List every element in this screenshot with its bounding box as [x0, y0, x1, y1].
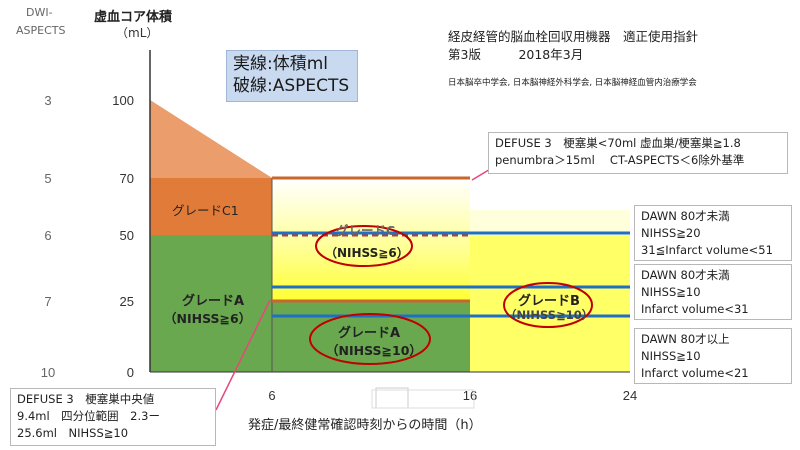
region-sublabel-c: （NIHSS≧6）: [325, 246, 409, 260]
region-grade-c1-fade: [150, 100, 272, 178]
region-grade-c: [272, 178, 470, 301]
region-sublabel-a-center: （NIHSS≧10）: [326, 343, 422, 358]
y-tick-label: 0: [127, 365, 134, 380]
region-label-c1: グレードC1: [172, 203, 239, 218]
dawn-box-3-line1: DAWN 80才以上: [641, 332, 730, 346]
dawn-box-3-line2: NIHSS≧10: [641, 349, 701, 363]
dawn-box-1-line2: NIHSS≧20: [641, 226, 701, 240]
axis-blank-box-1: [375, 387, 409, 409]
region-upper-right-fade: [470, 210, 630, 235]
aspects-axis-title-2: ASPECTS: [16, 24, 66, 37]
dawn-box-3: DAWN 80才以上 NIHSS≧10 Infarct volume<21: [634, 328, 792, 384]
defuse-median-line2: 9.4ml 四分位範囲 2.3ー: [17, 409, 160, 423]
x-tick-label: 6: [268, 388, 275, 403]
dawn-box-1-line1: DAWN 80才未満: [641, 209, 730, 223]
dawn-box-3-line3: Infarct volume<21: [641, 366, 749, 380]
defuse-median-box: DEFUSE 3 梗塞巣中央値 9.4ml 四分位範囲 2.3ー 25.6ml …: [10, 388, 216, 446]
dawn-box-2: DAWN 80才未満 NIHSS≧10 Infarct volume<31: [634, 264, 792, 320]
dawn-box-2-line3: Infarct volume<31: [641, 302, 749, 316]
dawn-box-2-line2: NIHSS≧10: [641, 285, 701, 299]
y-tick-label: 50: [120, 228, 134, 243]
legend-line-dashed: 破線:ASPECTS: [233, 76, 350, 96]
axis-blank-box-2: [371, 389, 475, 409]
y-tick-label: 25: [120, 294, 134, 309]
defuse-criteria-box: DEFUSE 3 梗塞巣<70ml 虚血巣/梗塞巣≧1.8 penumbra＞1…: [488, 132, 788, 174]
dawn-box-1-line3: 31≦Infarct volume<51: [641, 243, 773, 257]
legend-line-solid: 実線:体積ml: [233, 54, 329, 74]
region-grade-b: [470, 235, 630, 372]
region-sublabel-a-left: （NIHSS≧6）: [164, 311, 252, 326]
y-tick-label: 70: [120, 171, 134, 186]
defuse-criteria-line1: DEFUSE 3 梗塞巣<70ml 虚血巣/梗塞巣≧1.8: [495, 136, 741, 150]
guideline-box: 経皮経管的脳血栓回収用機器 適正使用指針 第3版 2018年3月 日本脳卒中学会…: [442, 26, 754, 100]
guideline-title: 経皮経管的脳血栓回収用機器 適正使用指針: [448, 29, 699, 44]
dawn-box-1: DAWN 80才未満 NIHSS≧20 31≦Infarct volume<51: [634, 205, 792, 261]
y-axis-title: 虚血コア体積: [94, 10, 173, 25]
x-axis-title: 発症/最終健常確認時刻からの時間（h）: [248, 418, 482, 433]
region-grade-a-left: [150, 235, 272, 372]
aspects-tick-label: 6: [44, 228, 51, 243]
defuse-median-line3: 25.6ml NIHSS≧10: [17, 426, 129, 440]
guideline-societies: 日本脳卒中学会, 日本脳神経外科学会, 日本脳神経血管内治療学会: [448, 78, 697, 88]
defuse-median-line1: DEFUSE 3 梗塞巣中央値: [17, 392, 155, 406]
y-tick-label: 100: [112, 93, 134, 108]
region-label-c: グレードC: [336, 223, 396, 238]
region-sublabel-b: （NIHSS≧10）: [505, 308, 594, 322]
x-tick-label: 24: [623, 388, 637, 403]
region-label-a-center: グレードA: [338, 326, 401, 341]
pointer-defuse-bottom: [215, 299, 271, 411]
legend-box: 実線:体積ml 破線:ASPECTS: [226, 50, 358, 102]
y-axis-unit: （mL）: [116, 26, 159, 40]
defuse-criteria-line2: penumbra＞15ml CT-ASPECTS＜6除外基準: [495, 153, 745, 167]
aspects-tick-label: 7: [44, 294, 51, 309]
guideline-edition: 第3版 2018年3月: [448, 47, 584, 62]
ellipse-grade-a-center: [309, 313, 431, 365]
ellipse-grade-c: [315, 225, 413, 267]
dawn-box-2-line1: DAWN 80才未満: [641, 268, 730, 282]
aspects-tick-label: 5: [44, 171, 51, 186]
ellipse-grade-b: [503, 282, 593, 328]
region-label-b: グレードB: [518, 294, 580, 309]
aspects-tick-label: 3: [44, 93, 51, 108]
region-grade-a-center: [272, 301, 470, 372]
aspects-tick-label: 10: [41, 365, 55, 380]
region-label-a-left: グレードA: [182, 294, 245, 309]
aspects-axis-title-1: DWI-: [26, 6, 53, 19]
